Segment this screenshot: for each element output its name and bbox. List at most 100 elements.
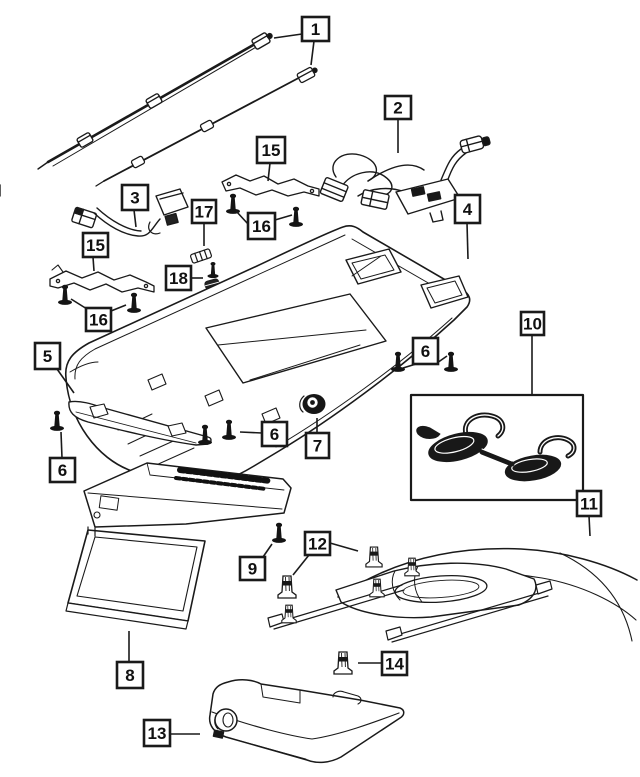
callout-leader [466, 222, 469, 260]
part-bracket-left [49, 264, 155, 293]
callout-1: 1 [273, 15, 331, 66]
callout-label: 1 [311, 20, 320, 39]
screw-icon [50, 410, 64, 431]
callout-17: 17 [190, 198, 218, 246]
callout-6a: 6 [402, 336, 448, 369]
screw-icon [226, 193, 240, 214]
part-bracket-top [221, 174, 320, 197]
callout-label: 13 [148, 724, 167, 743]
callout-box [453, 193, 482, 225]
callout-leader [56, 368, 75, 394]
callout-box [411, 336, 440, 366]
callout-leader [292, 554, 310, 576]
callout-box [303, 530, 332, 557]
callout-label: 7 [313, 437, 322, 456]
part-clip-12 [277, 575, 297, 599]
callout-label: 12 [308, 535, 327, 554]
callout-18: 18 [164, 264, 203, 292]
callout-leader [262, 543, 273, 558]
callout-leader [60, 431, 63, 459]
part-rear-console-headliner [267, 547, 638, 643]
callout-13: 13 [142, 718, 200, 748]
part-console-housing [64, 225, 471, 487]
callout-6b: 6 [239, 420, 289, 448]
callout-box [142, 718, 172, 748]
callout-leader [92, 256, 95, 272]
screw-icon [207, 261, 219, 279]
part-trim-bezel [68, 400, 212, 446]
callout-label: 14 [385, 655, 404, 674]
screw-icon [272, 522, 286, 543]
callout-label: 16 [89, 311, 108, 330]
part-lens-clip [190, 248, 212, 264]
callout-label: 11 [580, 495, 598, 514]
retainer-clip-icon [365, 546, 383, 568]
callout-14: 14 [358, 650, 409, 677]
callout-6c: 6 [48, 431, 77, 484]
part-grommet-knob [299, 394, 326, 414]
callout-9: 9 [238, 543, 273, 582]
callout-label: 18 [169, 269, 188, 288]
callout-16b: 16 [70, 298, 127, 333]
callout-box [48, 456, 77, 484]
callout-box [33, 341, 62, 371]
callout-leader [273, 33, 303, 39]
callout-label: 15 [86, 236, 105, 255]
callout-label: 3 [130, 189, 139, 208]
callout-15b: 15 [81, 231, 110, 272]
callout-label: 2 [393, 99, 402, 118]
screw-icon [127, 292, 141, 313]
callout-leader [239, 431, 263, 434]
callout-box [255, 135, 287, 165]
callout-5: 5 [33, 341, 75, 394]
callout-box [519, 310, 546, 337]
callout-label: 17 [195, 203, 214, 222]
callout-leader [310, 40, 315, 66]
callout-leader [70, 298, 88, 310]
callout-7: 7 [304, 418, 331, 460]
callout-8: 8 [115, 631, 145, 690]
callout-15a: 15 [255, 135, 287, 182]
callout-box [575, 489, 603, 518]
callout-box [81, 231, 110, 259]
callout-leader [267, 162, 271, 182]
callout-box [300, 15, 331, 43]
callout-label: 6 [421, 342, 430, 361]
callout-label: 6 [270, 425, 279, 444]
callout-2: 2 [383, 94, 413, 153]
callout-box [246, 211, 277, 241]
part-antenna-cable-lower [95, 66, 318, 187]
callout-leader [329, 542, 359, 552]
callout-box [120, 183, 150, 212]
callout-label: 6 [58, 461, 67, 480]
part-antenna-cable-upper [37, 32, 273, 170]
callout-11: 11 [575, 489, 603, 537]
callout-box [260, 420, 289, 448]
callout-3: 3 [120, 183, 150, 228]
callout-leader [110, 304, 127, 312]
callout-4: 4 [453, 193, 482, 260]
callout-box [380, 650, 409, 677]
callout-label: 9 [248, 560, 257, 579]
callout-box [190, 198, 218, 225]
part-clip-14 [333, 651, 353, 675]
callout-16a: 16 [235, 210, 293, 241]
callout-box [115, 660, 145, 690]
callout-10: 10 [519, 310, 546, 394]
callout-leader [133, 209, 137, 228]
callout-label: 8 [125, 666, 134, 685]
screw-icon [444, 351, 458, 372]
callout-label: 15 [262, 141, 281, 160]
retainer-clip-icon [281, 604, 297, 624]
callout-label: 10 [523, 315, 542, 334]
callout-box [164, 264, 193, 292]
callout-box [383, 94, 413, 121]
callout-box [238, 555, 267, 582]
callout-box [84, 306, 113, 333]
callout-leader [235, 210, 249, 225]
part-sensor-cable [71, 188, 189, 237]
callout-leader [588, 515, 591, 537]
